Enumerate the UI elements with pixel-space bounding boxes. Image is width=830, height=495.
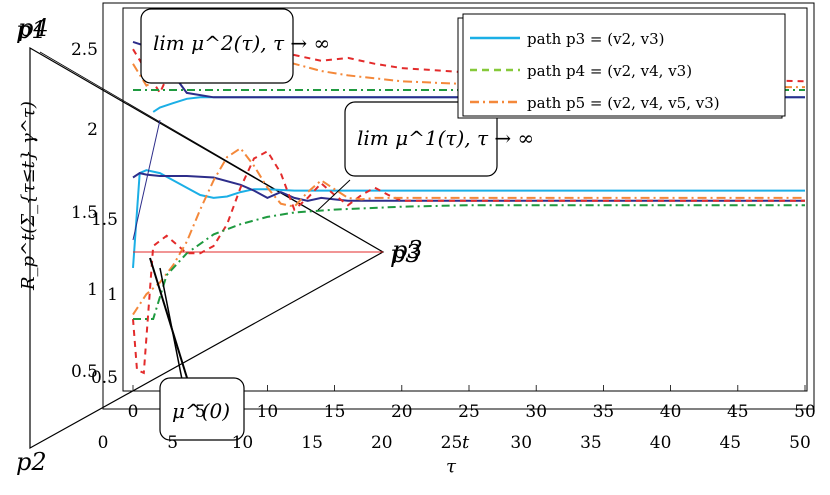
x-tick-label-inner: 30 (525, 402, 547, 422)
x-tick-label-inner: 40 (660, 402, 682, 422)
y-tick-labels-a: 0.5 1 1.5 2 2.5 (71, 40, 98, 382)
triangle-overlay (29, 46, 385, 450)
callout-mu0 (159, 377, 245, 441)
x-tick-label-inner: 25 (458, 402, 480, 422)
x-tick-label-outer: 0 (98, 433, 109, 453)
y-tick-label-b: 1 (107, 285, 118, 305)
y-tick-label-a: 2.5 (71, 40, 98, 60)
plot-frame-outer (102, 2, 815, 410)
x-tick-label-outer: 5 (167, 433, 178, 453)
legend-box (462, 13, 786, 117)
callout-lim-mu2-text: lim μ^2(τ), τ → ∞ (153, 31, 330, 55)
x-tick-label-outer: 50 (789, 433, 811, 453)
x-tick-label-outer: 35 (580, 433, 602, 453)
x-tick-label-inner: 35 (593, 402, 615, 422)
series-line-0 (132, 169, 805, 268)
x-tick-label-inner: 5 (195, 402, 206, 422)
point-label-p3: p3 (390, 240, 421, 268)
triangle-inner-edge (39, 51, 384, 253)
x-tick-label-inner: 10 (257, 402, 279, 422)
callout-lim-mu2 (140, 8, 294, 84)
y-tick-label-a: 1 (87, 280, 98, 300)
x-tick-label-inner: 50 (794, 402, 816, 422)
y-tick-label-a: 1.5 (71, 203, 98, 223)
x-tick-label-outer: 30 (510, 433, 532, 453)
callout-mu0-text: μ^(0) (172, 399, 230, 423)
x-tick-label-outer: 20 (371, 433, 393, 453)
legend-label-p4: path p4 = (v2, v4, v3) (527, 62, 692, 80)
legend-label-p5: path p5 = (v2, v4, v5, v3) (527, 94, 720, 112)
legend-entry-p4: path p4 = (v2, v4, v3) (470, 62, 692, 80)
arrow-mu1 (317, 179, 351, 211)
plot-frame-inner (122, 7, 808, 392)
x-tick-label-inner: 15 (324, 402, 346, 422)
series-line-5 (132, 149, 805, 375)
x-tick-label-outer: 45 (719, 433, 741, 453)
x-tick-label-inner: 0 (128, 402, 139, 422)
series-line-7 (132, 146, 805, 316)
x-tick-label-inner: 20 (391, 402, 413, 422)
legend-entry-p3: path p3 = (v2, v3) (470, 30, 665, 48)
x-axis-label-tau: τ (446, 456, 457, 477)
x-tick-label-outer: 40 (650, 433, 672, 453)
point-label-p1: p1 (16, 16, 47, 44)
x-tick-labels-outer: 0 5 10 15 20 25 30 35 40 45 50 (98, 433, 811, 453)
legend-entry-p5: path p5 = (v2, v4, v5, v3) (470, 94, 720, 112)
point-label-p2: p2 (16, 448, 47, 476)
series-line-3 (132, 172, 805, 202)
point-label-p3b: p3 (392, 236, 423, 264)
point-label-p4: p4 (18, 14, 49, 42)
x-tick-label-outer: 25 (441, 433, 463, 453)
y-tick-label-a: 2 (87, 120, 98, 140)
callout-lim-mu1-text: lim μ^1(τ), τ → ∞ (357, 126, 534, 150)
y-axis-label: R_p^t(Σ_{τ≤t} γ^τ) (18, 101, 39, 291)
y-tick-label-b: 1.5 (91, 210, 118, 230)
x-tick-label-inner: 45 (727, 402, 749, 422)
legend-label-p3: path p3 = (v2, v3) (527, 30, 665, 48)
x-tick-label-outer: 10 (232, 433, 254, 453)
x-axis-label-t: t (462, 432, 470, 453)
y-tick-label-b: 0.5 (91, 368, 118, 388)
series-line-9 (133, 204, 805, 320)
x-tick-labels-inner: 0 5 10 15 20 25 30 35 40 45 50 (128, 402, 816, 422)
x-tick-label-outer: 15 (301, 433, 323, 453)
y-tick-label-a: 0.5 (71, 362, 98, 382)
callout-lim-mu1 (344, 101, 498, 177)
y-tick-labels-b: 0.5 1 1.5 (91, 210, 118, 388)
connector-line-1 (132, 119, 161, 241)
